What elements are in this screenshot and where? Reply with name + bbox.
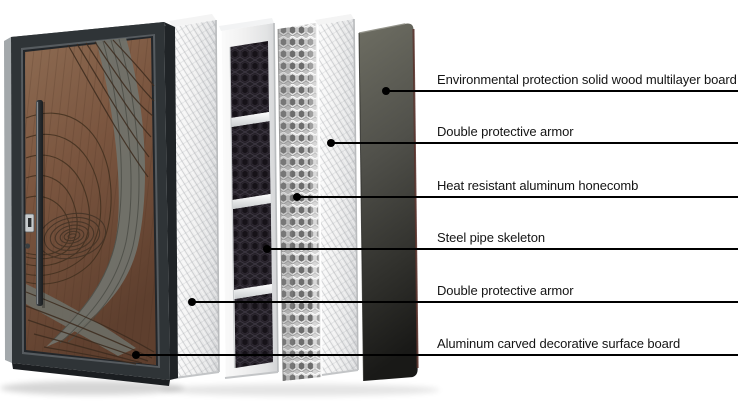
door-lock [24,213,35,249]
solid-wood-multilayer-board [358,23,419,382]
callout-line [136,354,738,356]
callout-line [297,196,738,198]
callout-label: Heat resistant aluminum honecomb [437,178,639,193]
callout-label: Environmental protection solid wood mult… [437,72,737,87]
callout-label: Double protective armor [437,283,574,298]
ground-shadows [0,381,440,396]
door-knob [24,243,31,249]
callout-line [192,301,738,303]
door-wood-panel [25,38,156,365]
carved-security-door [4,22,178,386]
callout-label: Aluminum carved decorative surface board [437,336,681,351]
door-left-edge [4,37,12,363]
callout-line [386,90,738,92]
callout-line [331,142,738,144]
callout-label: Steel pipe skeleton [437,230,545,245]
door-handle [36,100,45,308]
steel-pipe-skeleton [219,18,279,379]
callout-label: Double protective armor [437,124,574,139]
callout-line [267,248,738,250]
aluminum-honeycomb-mesh [277,22,322,382]
